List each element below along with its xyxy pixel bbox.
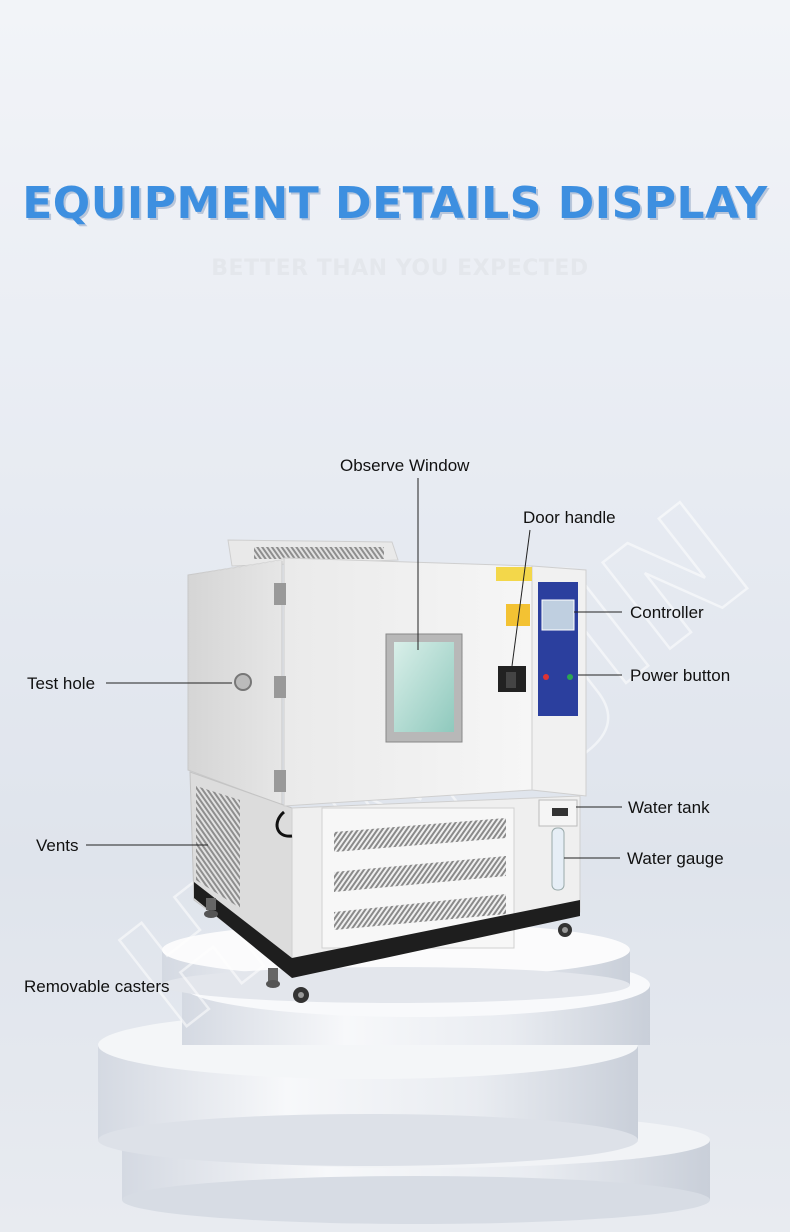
controller-label: Controller (630, 603, 704, 622)
callout-lines (86, 478, 622, 859)
page-title: EQUIPMENT DETAILS DISPLAY (22, 178, 768, 229)
water-gauge-label: Water gauge (627, 849, 724, 868)
test-chamber (187, 539, 587, 1003)
vents-label: Vents (36, 836, 79, 855)
door-handle-line (511, 529, 531, 667)
water-tank-label: Water tank (628, 798, 710, 817)
test-hole-label: Test hole (27, 674, 96, 693)
observe-window-label: Observe Window (340, 456, 470, 475)
power-button-label: Power button (630, 666, 731, 685)
page-subtitle: BETTER THAN YOU EXPECTED (211, 256, 589, 281)
door-handle-label: Door handle (523, 508, 616, 527)
removable-casters-label: Removable casters (24, 977, 170, 996)
